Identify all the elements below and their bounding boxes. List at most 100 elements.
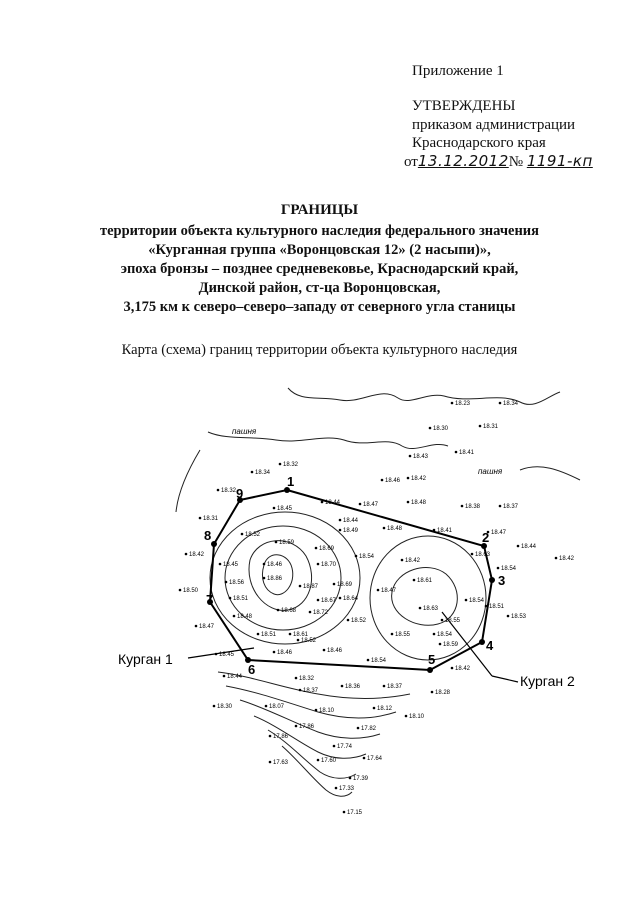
spot-height-label: 18.32 xyxy=(283,462,299,468)
spot-height-marker xyxy=(232,614,236,618)
boundary-vertex xyxy=(245,657,251,663)
spot-height-label: 18.32 xyxy=(221,488,237,494)
spot-height-label: 18.54 xyxy=(371,658,387,664)
spot-height-label: 18.46 xyxy=(327,648,343,654)
document-heading: ГРАНИЦЫ xyxy=(280,202,359,218)
spot-height-label: 18.44 xyxy=(343,518,359,524)
spot-height-label: 18.46 xyxy=(267,562,283,568)
spot-height-marker xyxy=(498,504,502,508)
spot-height-marker xyxy=(390,632,394,636)
callout-line-kurgan-1 xyxy=(187,647,255,659)
spot-height-label: 17.86 xyxy=(299,724,315,730)
order-date-line: от13.12.2012№ 1191-кп xyxy=(404,152,593,171)
spot-height-marker xyxy=(382,684,386,688)
handwritten-date: 13.12.2012 xyxy=(417,152,509,170)
spot-height-label: 18.48 xyxy=(237,614,253,620)
spot-height-label: 18.86 xyxy=(267,576,283,582)
spot-height-label: 18.55 xyxy=(445,618,461,624)
spot-height-marker xyxy=(272,506,276,510)
spot-height-marker xyxy=(316,598,320,602)
spot-height-marker xyxy=(228,596,232,600)
spot-height-label: 18.50 xyxy=(183,588,199,594)
boundary-vertex xyxy=(489,577,495,583)
spot-height-label: 18.53 xyxy=(511,614,527,620)
handwritten-number: 1191-кп xyxy=(526,152,593,170)
spot-height-marker xyxy=(346,618,350,622)
spot-height-marker xyxy=(516,544,520,548)
field-edge-line xyxy=(519,466,581,481)
contour-line xyxy=(217,671,411,699)
vertex-label: 8 xyxy=(204,528,211,543)
contour-line xyxy=(369,535,487,661)
spot-height-label: 18.47 xyxy=(199,624,215,630)
spot-height-marker xyxy=(338,528,342,532)
spot-height-label: 18.51 xyxy=(261,632,277,638)
spot-height-marker xyxy=(406,500,410,504)
spot-height-label: 18.48 xyxy=(411,500,427,506)
spot-height-label: 18.55 xyxy=(395,632,411,638)
order-line-2: Краснодарского края xyxy=(412,135,546,151)
spot-height-label: 18.54 xyxy=(469,598,485,604)
spot-height-marker xyxy=(308,610,312,614)
boundary-vertex xyxy=(237,497,243,503)
spot-height-marker xyxy=(268,760,272,764)
contour-line xyxy=(209,511,361,645)
spot-height-marker xyxy=(438,642,442,646)
from-prefix: от xyxy=(404,154,418,170)
vertex-label: 6 xyxy=(248,662,255,677)
spot-height-marker xyxy=(356,726,360,730)
spot-height-marker xyxy=(342,810,346,814)
spot-height-label: 17.33 xyxy=(339,786,355,792)
spot-height-marker xyxy=(240,532,244,536)
spot-height-marker xyxy=(222,674,226,678)
spot-height-label: 18.70 xyxy=(321,562,337,568)
spot-height-label: 18.41 xyxy=(459,450,475,456)
spot-height-label: 18.38 xyxy=(465,504,481,510)
spot-height-label: 17.64 xyxy=(367,756,383,762)
spot-height-marker xyxy=(218,562,222,566)
spot-height-label: 18.56 xyxy=(229,580,245,586)
spot-height-marker xyxy=(496,566,500,570)
spot-height-label: 18.37 xyxy=(303,688,319,694)
spot-height-label: 18.44 xyxy=(227,674,243,680)
spot-height-marker xyxy=(276,608,280,612)
spot-height-marker xyxy=(322,648,326,652)
spot-height-marker xyxy=(184,552,188,556)
contour-line xyxy=(267,729,357,779)
spot-height-marker xyxy=(272,650,276,654)
spot-height-marker xyxy=(214,652,218,656)
spot-height-marker xyxy=(450,401,454,405)
spot-height-label: 18.51 xyxy=(489,604,505,610)
contour-line xyxy=(225,685,397,719)
spot-height-marker xyxy=(354,554,358,558)
spot-height-marker xyxy=(362,756,366,760)
spot-height-marker xyxy=(298,688,302,692)
spot-height-label: 18.31 xyxy=(483,424,499,430)
spot-height-marker xyxy=(506,614,510,618)
spot-height-label: 17.39 xyxy=(353,776,369,782)
spot-height-label: 18.52 xyxy=(351,618,367,624)
spot-height-marker xyxy=(418,606,422,610)
spot-height-label: 18.34 xyxy=(503,401,519,407)
spot-height-marker xyxy=(454,450,458,454)
spot-height-label: 18.72 xyxy=(313,610,329,616)
contour-line xyxy=(281,745,353,797)
vertex-label: 9 xyxy=(236,486,243,501)
spot-height-label: 18.28 xyxy=(435,690,451,696)
spot-height-marker xyxy=(316,562,320,566)
spot-height-label: 18.32 xyxy=(299,676,315,682)
spot-height-marker xyxy=(432,528,436,532)
spot-height-label: 18.52 xyxy=(301,638,317,644)
approved-label: УТВЕРЖДЕНЫ xyxy=(412,98,516,114)
spot-height-label: 17.82 xyxy=(361,726,377,732)
boundary-vertex xyxy=(211,541,217,547)
spot-height-label: 18.10 xyxy=(409,714,425,720)
spot-height-label: 18.34 xyxy=(255,470,271,476)
spot-height-label: 17.15 xyxy=(347,810,363,816)
spot-height-marker xyxy=(288,632,292,636)
spot-height-label: 18.37 xyxy=(503,504,519,510)
spot-height-marker xyxy=(484,604,488,608)
spot-height-marker xyxy=(382,526,386,530)
spot-height-label: 18.47 xyxy=(363,502,379,508)
